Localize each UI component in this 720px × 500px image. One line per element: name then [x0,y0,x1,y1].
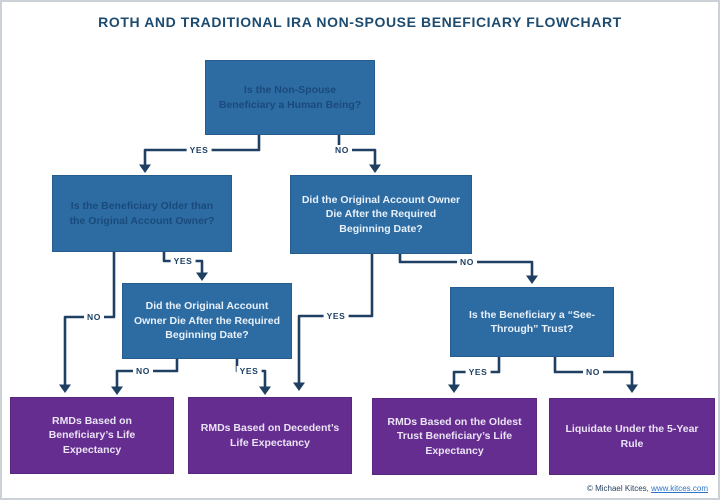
node-question-died-after-rbd-right: Did the Original Account Owner Die After… [290,175,472,254]
attribution-text: © Michael Kitces, [586,484,652,493]
node-question-human-being: Is the Non-Spouse Beneficiary a Human Be… [205,60,375,135]
kitces-link[interactable]: www.kitces.com [651,484,708,493]
edge-label-yes: YES [170,256,196,266]
node-question-beneficiary-older: Is the Beneficiary Older than the Origin… [52,175,232,252]
edge-label-no: NO [84,312,104,322]
attribution: © Michael Kitces, www.kitces.com [587,484,708,493]
edge-rbdmiddle-no [111,357,179,395]
node-outcome-5-year-rule: Liquidate Under the 5-Year Rule [549,398,715,475]
edge-label-yes: YES [323,311,349,321]
node-outcome-oldest-trust-beneficiary: RMDs Based on the Oldest Trust Beneficia… [372,398,537,475]
edge-label-no: NO [583,367,603,377]
edge-label-yes: YES [465,367,491,377]
page-title: ROTH AND TRADITIONAL IRA NON-SPOUSE BENE… [98,14,622,30]
edge-label-no: NO [457,257,477,267]
edge-label-no: NO [332,145,352,155]
edge-label-yes: YES [186,145,212,155]
node-question-see-through-trust: Is the Beneficiary a “See-Through” Trust… [450,287,614,357]
edge-label-yes: YES [236,366,262,376]
edge-label-no: NO [133,366,153,376]
edge-rbdmiddle-yes [235,357,271,395]
edge-older-no [59,250,116,393]
edge-rbdright-yes [293,252,374,391]
node-question-died-after-rbd-middle: Did the Original Account Owner Die After… [122,283,292,359]
node-outcome-beneficiary-life-expectancy: RMDs Based on Beneficiary’s Life Expecta… [10,397,174,474]
node-outcome-decedent-life-expectancy: RMDs Based on Decedent’s Life Expectancy [188,397,352,474]
